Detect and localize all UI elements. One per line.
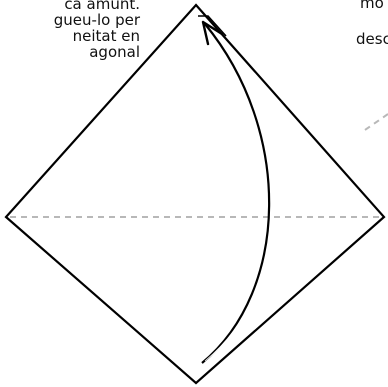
paper-square-outline [4, 3, 386, 385]
fold-arrow-icon [201, 23, 271, 364]
instruction-line-4: agonal [89, 43, 140, 61]
arrowhead-outline [198, 15, 227, 37]
instruction-line-3: neitat en [72, 27, 140, 45]
diagonal-fold-line [361, 113, 388, 133]
instruction-line-2: gueu-lo per [53, 11, 140, 29]
instruction-line-1: ca amunt. [64, 0, 140, 13]
fold-arrow-highlight [204, 25, 274, 362]
arrowhead-icon [201, 20, 224, 46]
instruction-right-line-1: mo [360, 0, 384, 12]
instruction-text-right: mo desc [318, 0, 388, 48]
instruction-right-line-2: desc [356, 30, 388, 48]
instruction-text-left: ca amunt. gueu-lo per neitat en agonal [0, 0, 140, 60]
